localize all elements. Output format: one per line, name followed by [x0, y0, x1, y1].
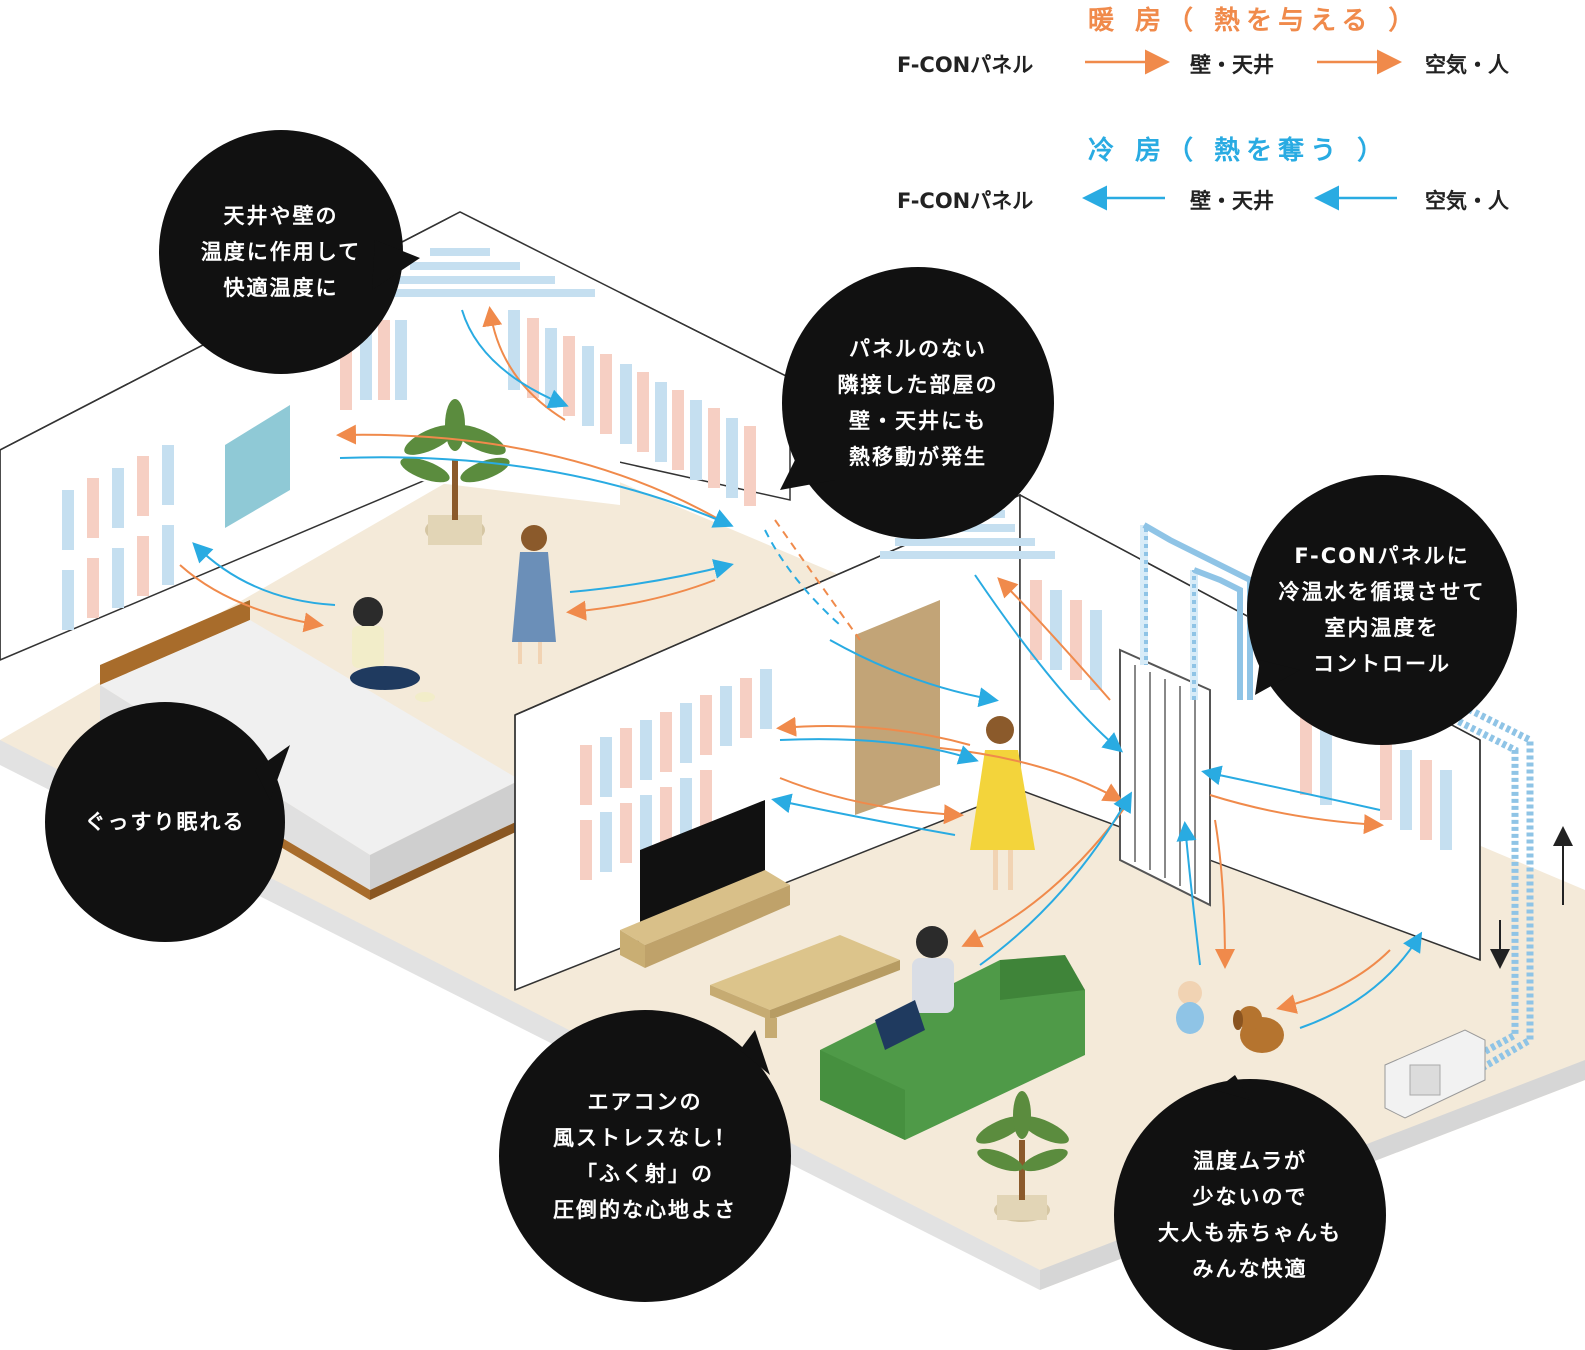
bubble-line: F-CONパネルに: [1294, 544, 1470, 568]
bubble-line: ぐっすり眠れる: [84, 810, 246, 834]
bubble-aircon: [499, 1010, 791, 1302]
ceiling-panel-bedroom: [380, 240, 610, 300]
external-pipes: [1438, 696, 1534, 1079]
bubble-adjacent: [780, 267, 1054, 539]
baby: [1176, 981, 1204, 1034]
bubble-line: 「ふく射」の: [576, 1162, 714, 1186]
bubble-sleep: [45, 702, 290, 942]
legend-cooling-wall: 壁・天井: [1190, 189, 1274, 213]
bubble-line: 温度に作用して: [200, 240, 362, 264]
bubble-fcon: [1247, 475, 1517, 745]
bedroom-window: [225, 405, 290, 528]
bubble-fcon-text: F-CONパネルに 冷温水を循環させて 室内温度を コントロール: [1279, 538, 1486, 682]
bubble-line: エアコンの: [587, 1090, 703, 1114]
legend-heating-title: 暖 房（ 熱を与える ）: [1088, 6, 1421, 36]
speech-bubbles: [45, 130, 1517, 1350]
dog: [1233, 1006, 1284, 1053]
bubble-line: 快適温度に: [223, 276, 339, 300]
bubble-sleep-text: ぐっすり眠れる: [85, 804, 246, 840]
man-on-sofa: [875, 926, 954, 1050]
girl-bedroom: [512, 525, 556, 664]
legend-cooling-title: 冷 房（ 熱を奪う ）: [1088, 136, 1390, 166]
bubble-ceiling: [159, 130, 420, 374]
woman-yellow-dress: [970, 716, 1035, 890]
legend-cooling-panel: F-CONパネル: [897, 189, 1034, 213]
bubble-line: 少ないので: [1192, 1185, 1308, 1209]
outdoor-unit: [1384, 1029, 1486, 1119]
bubble-line: 隣接した部屋の: [837, 373, 999, 397]
flow-direction-arrows: [1490, 826, 1573, 969]
bubble-line: 大人も赤ちゃんも: [1158, 1221, 1342, 1245]
heat-flow-arrows: [179, 306, 1423, 1029]
legend-arrows: [1082, 49, 1402, 211]
bubble-line: 冷温水を循環させて: [1278, 580, 1486, 604]
bubble-line: パネルのない: [849, 337, 987, 361]
legend-heating-panel: F-CONパネル: [897, 53, 1034, 77]
bubble-line: 風ストレスなし！: [553, 1126, 737, 1150]
door: [855, 600, 940, 815]
tv: [620, 800, 790, 968]
plant-living: [976, 1091, 1069, 1222]
bubble-line: 温度ムラが: [1193, 1149, 1307, 1173]
bubble-aircon-text: エアコンの 風ストレスなし！ 「ふく射」の 圧倒的な心地よさ: [553, 1084, 737, 1228]
bubble-line: 室内温度を: [1324, 616, 1440, 640]
coffee-table: [710, 935, 900, 1038]
bedroom-wall-panels: [62, 310, 756, 630]
man-on-bed: [350, 597, 435, 702]
bubble-line: 熱移動が発生: [849, 445, 987, 469]
legend-heating-wall: 壁・天井: [1190, 53, 1274, 77]
bubble-adjacent-text: パネルのない 隣接した部屋の 壁・天井にも 熱移動が発生: [838, 331, 999, 475]
bubble-line: 圧倒的な心地よさ: [553, 1198, 737, 1222]
legend-cooling-air: 空気・人: [1425, 189, 1509, 213]
bubble-ceiling-text: 天井や壁の 温度に作用して 快適温度に: [201, 198, 361, 306]
bubble-uneven-text: 温度ムラが 少ないので 大人も赤ちゃんも みんな快適: [1158, 1143, 1342, 1287]
legend-heating-air: 空気・人: [1425, 53, 1509, 77]
plant-bedroom: [400, 399, 510, 545]
bubble-line: 壁・天井にも: [849, 409, 987, 433]
bubble-line: 天井や壁の: [223, 204, 339, 228]
bubble-uneven: [1114, 1075, 1386, 1350]
sofa: [820, 955, 1085, 1140]
living-wall-panels: [580, 580, 1452, 880]
bubble-line: コントロール: [1313, 652, 1451, 676]
bubble-line: みんな快適: [1192, 1257, 1308, 1281]
